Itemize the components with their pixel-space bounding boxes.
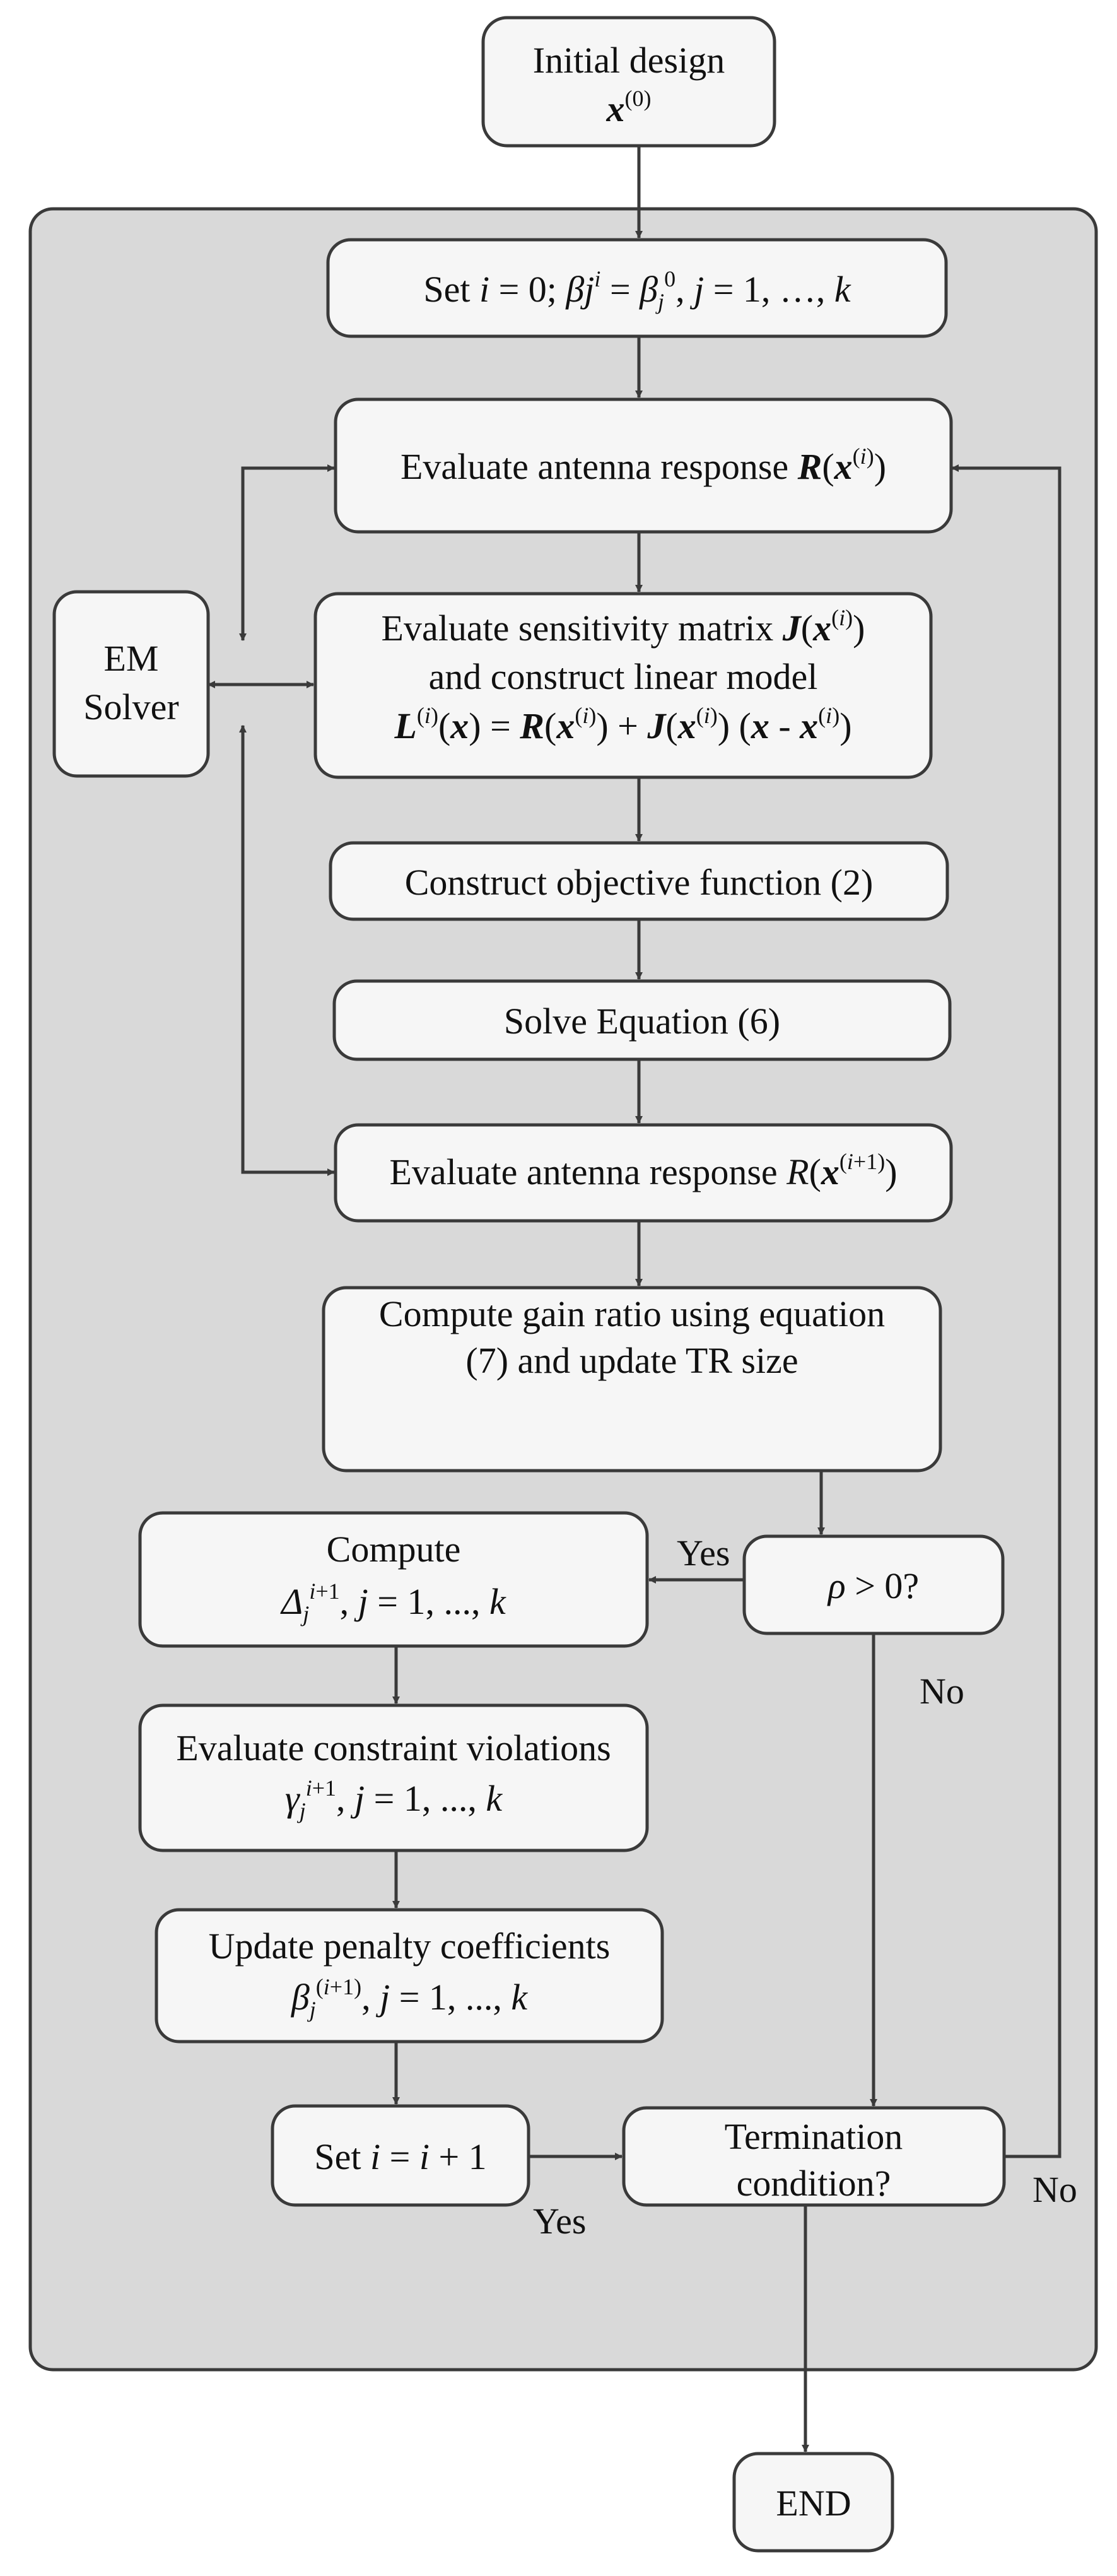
penalty-node: Update penalty coefficients βj(i+1), j =… <box>155 1908 664 2044</box>
sens-line2: and construct linear model <box>429 656 818 697</box>
sens-line1: Evaluate sensitivity matrix J(x(i)) <box>382 605 865 649</box>
constraint-node: Evaluate constraint violations γji+1, j … <box>138 1703 649 1852</box>
gain-line1: Compute gain ratio using equation <box>379 1293 885 1334</box>
evaluate-response-node: Evaluate antenna response R(x(i)) <box>334 397 953 534</box>
penalty-line1: Update penalty coefficients <box>209 1926 611 1967</box>
rho-text: ρ > 0? <box>827 1565 919 1606</box>
objective-text: Construct objective function (2) <box>405 862 874 903</box>
evaluate-response2-node: Evaluate antenna response R(x(i+1)) <box>334 1123 953 1223</box>
arrow-termination-no-loop <box>951 464 1061 2158</box>
em-solver-node: EM Solver <box>52 590 210 778</box>
compute-delta-node: Compute Δji+1, j = 1, ..., k <box>138 1511 649 1648</box>
solve-node: Solve Equation (6) <box>332 979 952 1061</box>
sensitivity-node: Evaluate sensitivity matrix J(x(i)) and … <box>313 592 933 779</box>
termination-node: Termination condition? <box>622 2106 1006 2207</box>
label-no-termination: No <box>1032 2169 1077 2210</box>
termination-line1: Termination <box>725 2116 903 2157</box>
em-line2: Solver <box>83 686 178 727</box>
constraint-line1: Evaluate constraint violations <box>176 1727 611 1768</box>
evaluate-response-text: Evaluate antenna response R(x(i)) <box>401 444 886 487</box>
em-line1: EM <box>104 638 159 679</box>
initial-line1: Initial design <box>533 40 725 81</box>
rho-decision-node: ρ > 0? <box>742 1534 1005 1635</box>
set-i-text: Set i = 0; βji = βj0, j = 1, …, k <box>423 266 851 314</box>
sens-line3: L(i)(x) = R(x(i)) + J(x(i)) (x - x(i)) <box>394 703 851 746</box>
label-yes-termination: Yes <box>533 2201 586 2242</box>
initial-design-node: Initial design x(0) <box>481 16 776 148</box>
set-increment-text: Set i = i + 1 <box>314 2136 486 2177</box>
set-increment-node: Set i = i + 1 <box>271 2104 530 2207</box>
objective-node: Construct objective function (2) <box>329 841 949 921</box>
evaluate-response2-text: Evaluate antenna response R(x(i+1)) <box>389 1149 897 1192</box>
constraint-line2: γji+1, j = 1, ..., k <box>285 1775 503 1823</box>
compute-line1: Compute <box>327 1529 461 1570</box>
solve-text: Solve Equation (6) <box>504 1001 780 1042</box>
termination-line2: condition? <box>737 2163 891 2204</box>
gain-ratio-node: Compute gain ratio using equation (7) an… <box>322 1286 942 1473</box>
label-no-rho: No <box>920 1671 964 1712</box>
set-i-node: Set i = 0; βji = βj0, j = 1, …, k <box>326 238 948 338</box>
gain-line2: (7) and update TR size <box>465 1340 798 1381</box>
end-text: END <box>776 2483 851 2524</box>
end-node: END <box>732 2452 894 2553</box>
connectors <box>208 146 1061 2452</box>
label-yes-rho: Yes <box>677 1532 730 1573</box>
